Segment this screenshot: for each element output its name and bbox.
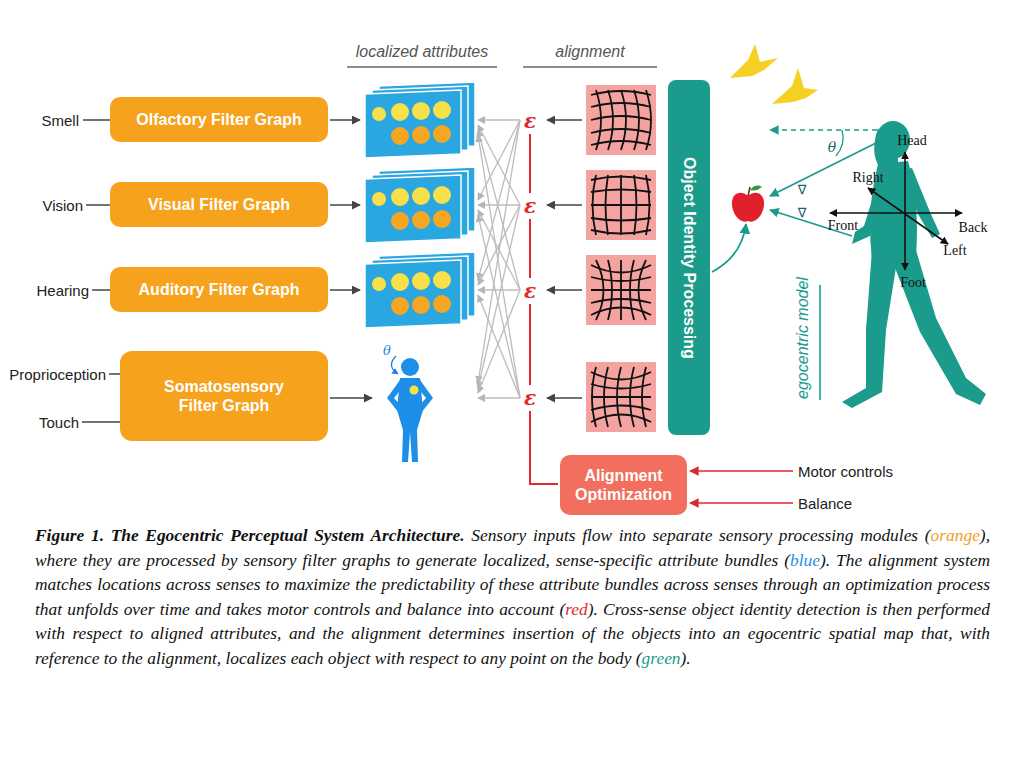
axis-label: Right [852,170,883,186]
gradient-symbol: ∇ [798,182,807,197]
process-box: Visual Filter Graph [110,182,328,227]
axis-label: Front [828,218,858,234]
node-text: Alignment Optimization [568,466,679,504]
alignment-line [530,134,558,484]
caption-color-word: blue [790,550,820,570]
alignment-grid [586,170,656,240]
axis-label: Back [959,220,988,236]
node-text: Visual Filter Graph [148,195,290,214]
cross-sense-links [478,120,520,398]
caption-run: ). [681,648,691,668]
person-figure [842,121,986,408]
alignment-grid [586,362,656,432]
angle-symbol: θ [828,139,836,155]
header-rule [523,66,657,68]
caption-color-word: orange [931,525,980,545]
caption-run: Sensory inputs flow into separate sensor… [465,525,931,545]
process-box: Somatosensory Filter Graph [120,351,328,441]
section-header: alignment [555,43,624,61]
attribute-bundle [365,82,475,158]
node-text: Auditory Filter Graph [139,280,300,299]
model-label: egocentric model [794,277,812,399]
process-box: Alignment Optimization [560,455,687,515]
alignment-grid [586,85,656,155]
error-symbol: ε [524,109,536,133]
figure-caption: Figure 1. The Egocentric Perceptual Syst… [35,523,990,671]
axis-label: Head [897,133,927,149]
input-label: Smell [41,112,79,129]
caption-color-word: green [642,648,681,668]
angle-arc [836,130,843,156]
caption-color-word: red [565,599,588,619]
process-box: Auditory Filter Graph [110,267,328,312]
gradient-symbol: ∇ [798,205,807,220]
node-text: Olfactory Filter Graph [136,110,301,129]
process-bar: Object Identity Processing [668,80,710,435]
section-header: localized attributes [356,43,489,61]
axis-label: Foot [900,275,926,291]
alignment-grid [586,255,656,325]
error-symbol: ε [524,279,536,303]
apple-icon [732,186,764,222]
error-symbol: ε [524,386,536,410]
input-label: Motor controls [798,463,893,480]
input-arrows [690,471,793,503]
input-label: Proprioception [9,366,106,383]
axis-label: Left [943,243,966,259]
attribute-bundle [365,252,475,328]
bird-icon [730,44,818,104]
header-rule [347,66,497,68]
angle-symbol: θ [383,343,391,358]
insertion-arrow [712,224,746,272]
input-label: Hearing [36,282,89,299]
input-label: Touch [39,414,79,431]
grid-arrows [547,120,582,398]
input-label: Vision [42,197,83,214]
rotation-arrow [391,356,398,374]
process-box: Olfactory Filter Graph [110,97,328,142]
caption-heading: Figure 1. The Egocentric Perceptual Syst… [35,525,465,545]
input-label: Balance [798,495,852,512]
model-rule [819,285,821,400]
body-axes [830,152,962,270]
node-text: Somatosensory Filter Graph [160,377,288,415]
attribute-bundle [365,167,475,243]
reach-line [770,138,886,196]
gaze-line [770,129,886,131]
node-text: Object Identity Processing [680,157,699,359]
output-arrows [330,120,372,398]
body-figure [387,358,433,462]
error-symbol: ε [524,194,536,218]
